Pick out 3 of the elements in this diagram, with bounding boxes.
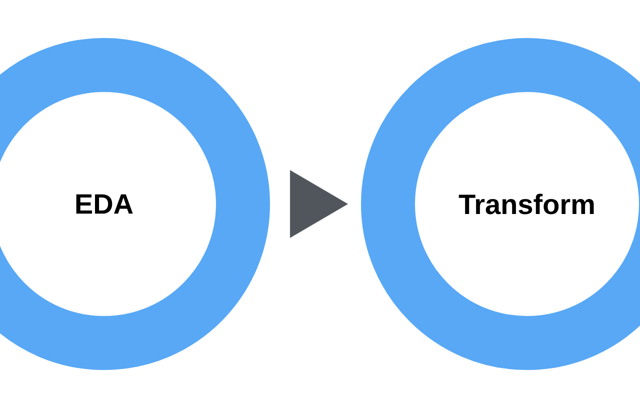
ring-node: Transform xyxy=(361,38,640,370)
ring-node: EDA xyxy=(0,38,270,370)
arrow xyxy=(290,170,348,238)
